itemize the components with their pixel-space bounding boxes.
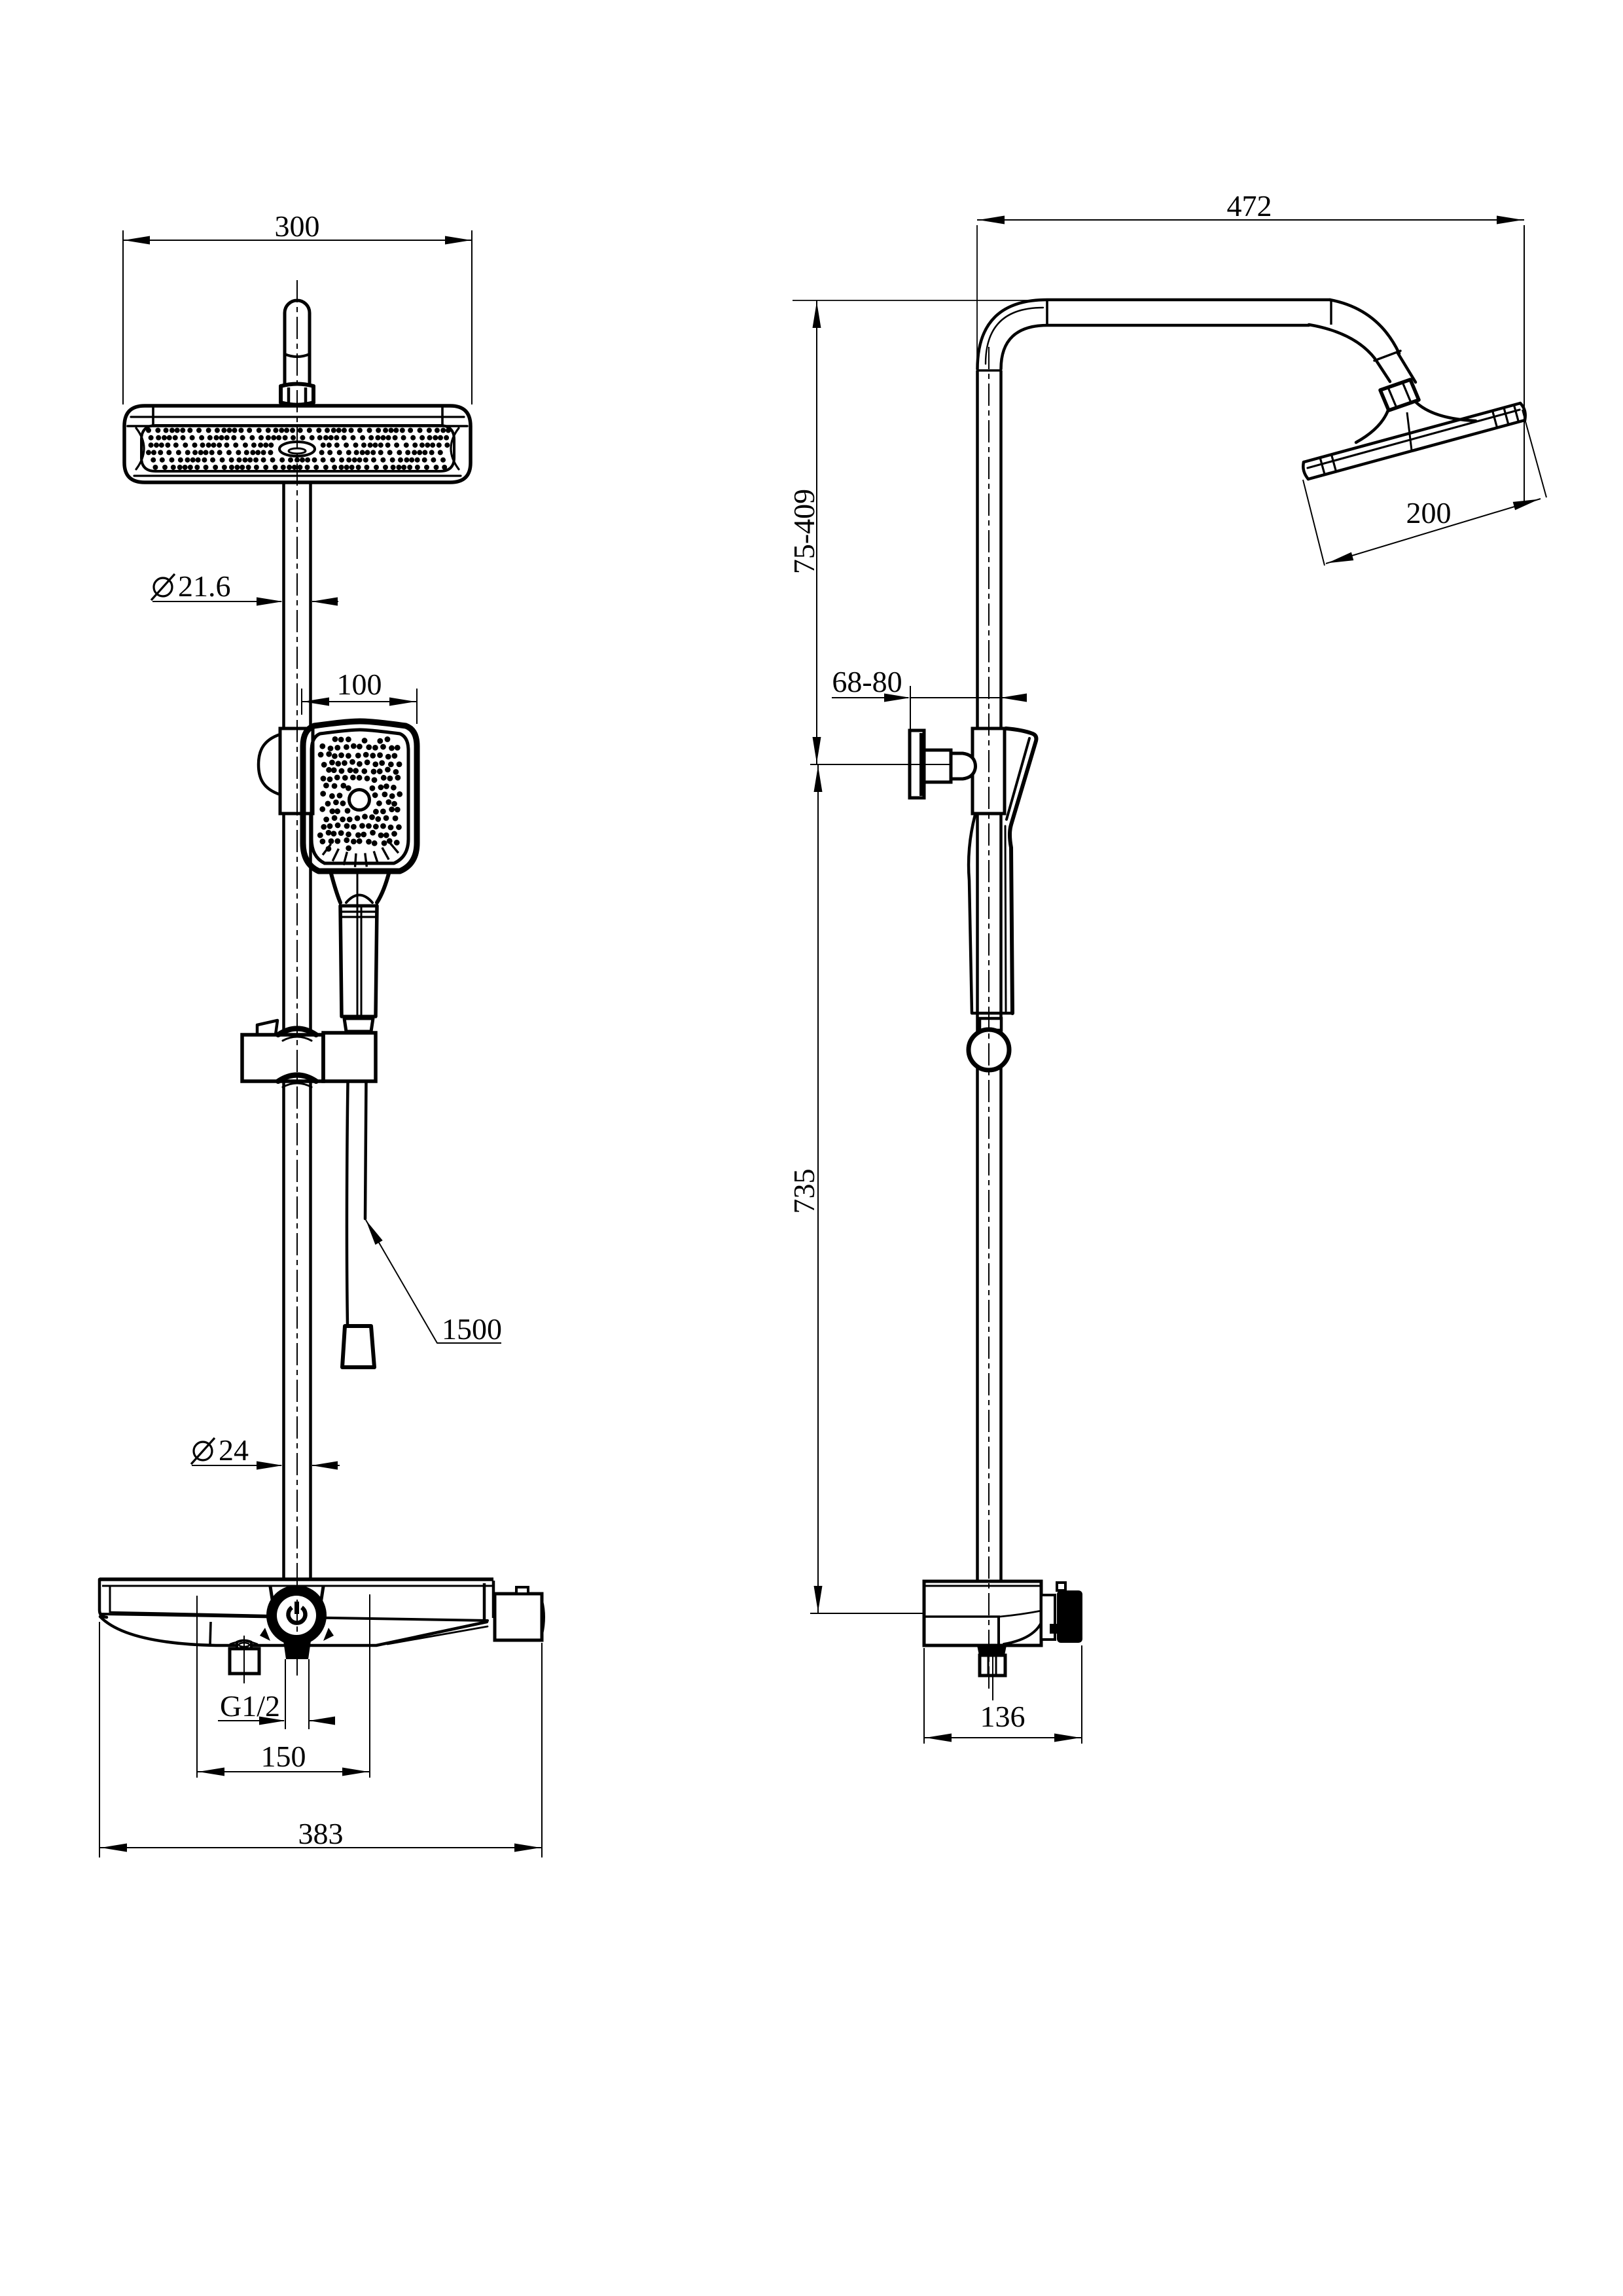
svg-text:200: 200 (1406, 496, 1452, 529)
svg-text:150: 150 (261, 1740, 306, 1773)
svg-text:75-409: 75-409 (787, 489, 821, 574)
svg-text:735: 735 (787, 1169, 821, 1214)
svg-text:136: 136 (980, 1700, 1026, 1733)
svg-text:21.6: 21.6 (178, 569, 231, 603)
svg-text:383: 383 (298, 1817, 344, 1850)
svg-text:100: 100 (337, 668, 382, 701)
svg-text:24: 24 (219, 1433, 249, 1467)
svg-text:G1/2: G1/2 (220, 1689, 280, 1723)
svg-text:1500: 1500 (442, 1312, 502, 1346)
svg-text:472: 472 (1227, 189, 1272, 223)
svg-text:68-80: 68-80 (832, 665, 902, 698)
svg-text:300: 300 (275, 209, 320, 243)
